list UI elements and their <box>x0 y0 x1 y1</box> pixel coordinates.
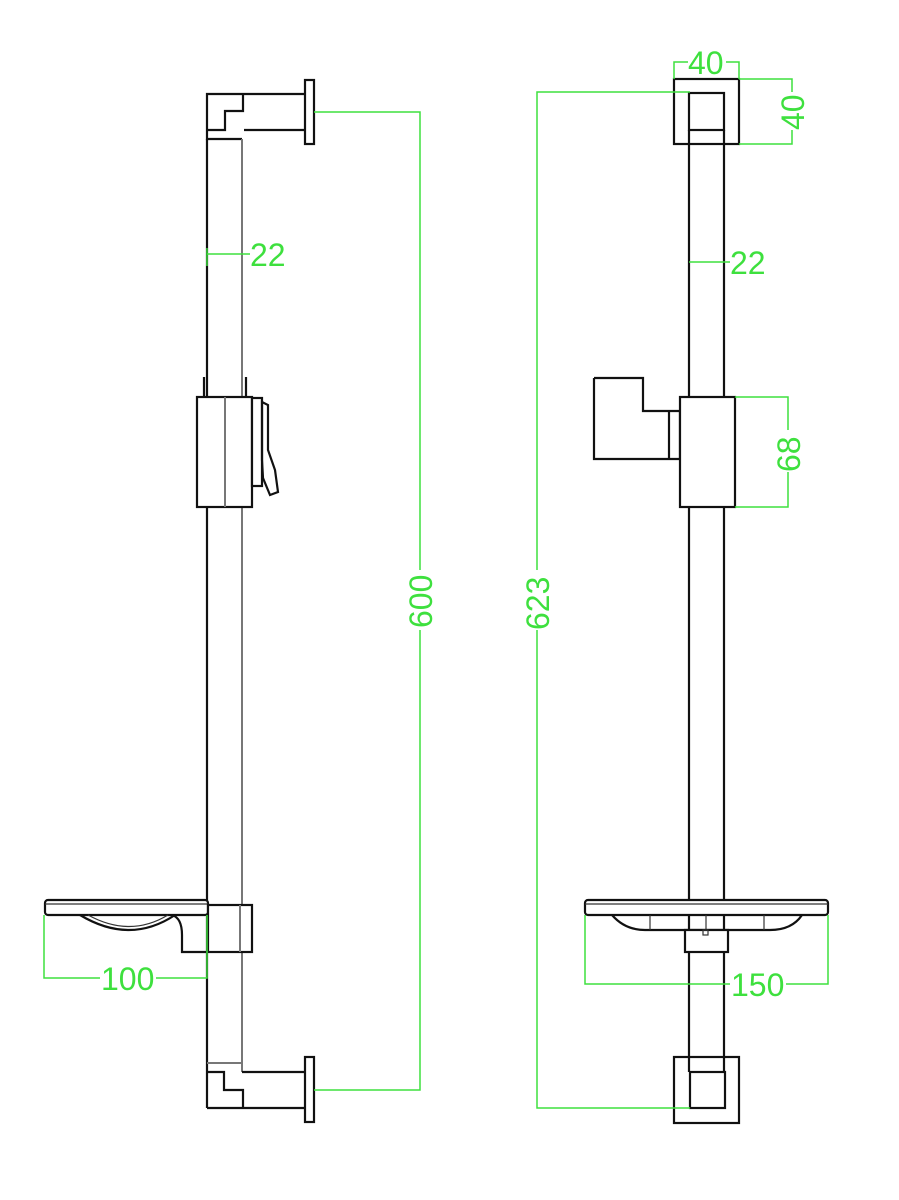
side-slider <box>195 377 280 509</box>
side-bottom-bracket <box>207 1055 316 1124</box>
dim-front-tube: 22 <box>689 245 766 281</box>
front-slider <box>592 376 737 509</box>
dim-dish-depth: 100 <box>43 915 208 997</box>
dim-label-front-tube: 22 <box>730 245 766 281</box>
dim-overall-length: 623 <box>520 91 690 1109</box>
side-soap-dish <box>43 898 254 954</box>
front-bottom-bracket <box>672 1055 741 1125</box>
dim-label-68: 68 <box>771 436 807 472</box>
dim-label-600: 600 <box>403 575 439 628</box>
dim-label-40-width: 40 <box>688 45 724 81</box>
dim-bracket-width: 40 <box>673 45 740 81</box>
side-rail-tube <box>205 139 243 1108</box>
dim-bracket-spacing: 600 <box>314 111 439 1091</box>
dim-bracket-height: 40 <box>739 78 811 145</box>
dim-label-40-height: 40 <box>775 94 811 130</box>
front-soap-dish <box>583 898 830 954</box>
dim-slider-height: 68 <box>735 396 807 508</box>
dim-label-150: 150 <box>731 967 784 1003</box>
front-view: 40 40 22 68 623 150 <box>520 45 830 1125</box>
dim-label-side-tube: 22 <box>250 237 286 273</box>
front-top-bracket <box>672 77 741 146</box>
dim-dish-width: 150 <box>584 915 829 1003</box>
dim-label-623: 623 <box>520 577 556 630</box>
dim-side-tube: 22 <box>206 237 286 273</box>
side-view: 22 600 100 <box>43 78 439 1124</box>
dim-label-100: 100 <box>101 961 154 997</box>
side-top-bracket <box>205 78 316 146</box>
